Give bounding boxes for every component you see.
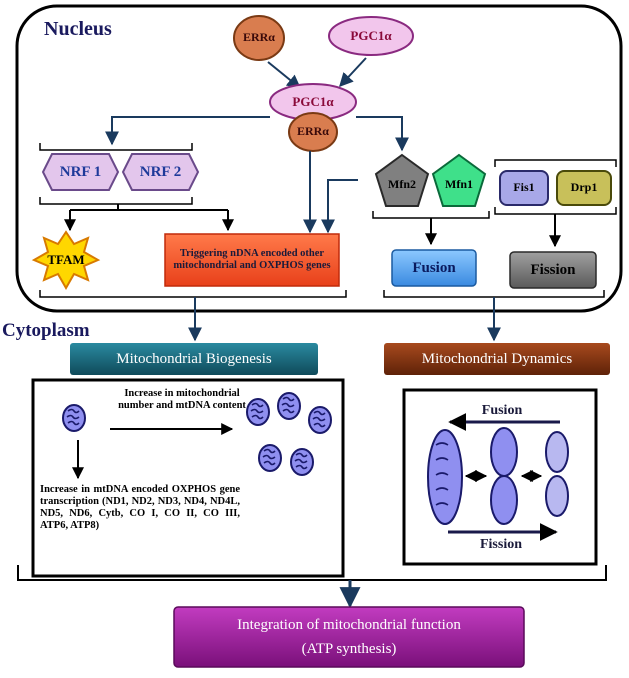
mito-fused-large (427, 429, 463, 525)
mito-cluster-icon-1 (246, 398, 270, 426)
integration-line1: Integration of mitochondrial function (237, 616, 461, 633)
increase-number-text: Increase in mitochondrial number and mtD… (118, 388, 246, 412)
mito-right-top (545, 431, 569, 473)
integration-box (173, 606, 525, 668)
mito-single-icon (62, 404, 86, 432)
err-alpha-center-node (288, 112, 338, 152)
err-alpha-center-label: ERRα (296, 124, 330, 139)
mito-middle-top (490, 427, 518, 477)
mito-cluster-icon-4 (258, 444, 282, 472)
tfam-star (31, 230, 101, 291)
mito-cluster-icon-3 (308, 406, 332, 434)
mfn2-pentagon (374, 153, 430, 207)
triggering-box (164, 233, 340, 287)
nucleus-boundary (15, 4, 623, 313)
err-alpha-top-label: ERRα (242, 30, 276, 45)
tfam-label: TFAM (47, 251, 85, 267)
fusion-box-label: Fusion (412, 259, 456, 276)
mfn1-pentagon (431, 153, 487, 207)
fis-bracket-bottom (494, 207, 617, 215)
pgc1-alpha-center-label: PGC1α (292, 93, 334, 109)
nrf1-label: NRF 1 (59, 163, 102, 180)
dynamics-bracket (383, 290, 605, 298)
mito-cluster-icon-5 (290, 448, 314, 476)
triggering-label: Triggering nDNA encoded other mitochondr… (173, 248, 331, 271)
fission-box-label: Fission (530, 261, 576, 278)
integration-bracket (17, 565, 607, 581)
nrf2-shape (121, 153, 200, 191)
increase-transcription-text: Increase in mtDNA encoded OXPHOS gene tr… (40, 484, 240, 532)
arrow-mfn-to-triggering (321, 179, 358, 234)
mito-fused-cristae (435, 442, 449, 506)
nrf2-label: NRF 2 (139, 163, 182, 180)
fis1-label: Fis1 (513, 180, 535, 195)
mito-middle-bottom (490, 475, 518, 525)
dynamics-banner-label: Mitochondrial Dynamics (421, 350, 573, 367)
biogenesis-banner (70, 343, 318, 375)
nrf-bracket-top (39, 143, 193, 151)
drp1-box (556, 170, 612, 206)
drp1-label: Drp1 (570, 180, 598, 195)
err-alpha-top-node (233, 15, 285, 61)
nrf-bracket-bottom (39, 197, 193, 205)
arrow-to-nrf (105, 116, 270, 146)
fis1-box (499, 170, 549, 206)
dyn-fusion-label: Fusion (481, 403, 523, 419)
mfn-bracket (372, 211, 490, 219)
fission-box (509, 251, 597, 289)
pgc1-alpha-top-node (328, 16, 414, 56)
mfn2-label: Mfn2 (388, 177, 416, 192)
nucleus-label: Nucleus (44, 18, 112, 40)
cytoplasm-label: Cytoplasm (2, 320, 90, 341)
biogenesis-banner-label: Mitochondrial Biogenesis (116, 350, 272, 367)
dynamics-banner (384, 343, 610, 375)
mito-cluster-icon-2 (277, 392, 301, 420)
dyn-fission-label: Fission (479, 537, 522, 553)
pgc1-alpha-top-label: PGC1α (350, 27, 392, 43)
fusion-box (391, 249, 477, 287)
nrf1-shape (41, 153, 120, 191)
fis-bracket-top (494, 159, 617, 167)
arrow-pgc-to-pgc (339, 57, 367, 88)
biogenesis-bracket (39, 290, 347, 298)
mfn1-label: Mfn1 (445, 177, 473, 192)
integration-line2: (ATP synthesis) (301, 640, 397, 657)
mito-right-bottom (545, 475, 569, 517)
arrow-err-to-pgc (267, 61, 302, 89)
arrow-to-mfn2 (356, 116, 409, 152)
